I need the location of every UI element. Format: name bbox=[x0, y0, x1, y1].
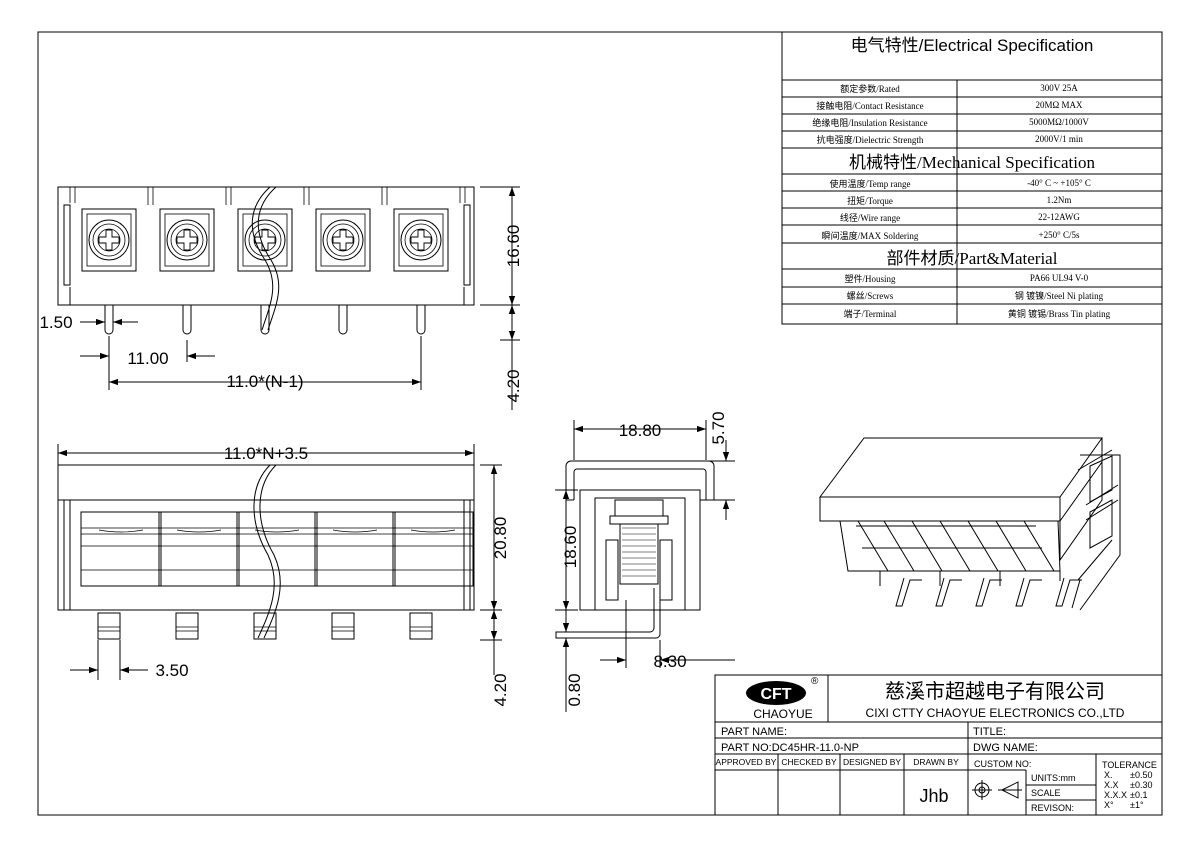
scale-label: SCALE bbox=[1031, 788, 1061, 798]
dim-span: 11.0*(N-1) bbox=[226, 372, 303, 391]
revision-label: REVISON: bbox=[1031, 803, 1074, 813]
mechanical-spec-title: 机械特性/Mechanical Specification bbox=[849, 153, 1095, 172]
spec-label: 使用温度/Temp range bbox=[829, 178, 910, 189]
spec-value: 2000V/1 min bbox=[1035, 134, 1083, 144]
dim-front-height: 20.80 bbox=[491, 517, 510, 560]
spec-value: 钢 镀镍/Steel Ni plating bbox=[1015, 290, 1104, 301]
dim-front-pin-length: 4.20 bbox=[491, 673, 510, 706]
title-label: TITLE: bbox=[973, 726, 1006, 738]
tolerance-label: X.X.X bbox=[1104, 790, 1127, 800]
projection-symbol-icon bbox=[972, 780, 1022, 800]
spec-label: 抗电强度/Dielectric Strength bbox=[817, 134, 924, 145]
spec-label: 线径/Wire range bbox=[840, 212, 900, 223]
units-label: UNITS:mm bbox=[1031, 773, 1076, 783]
front-view-dimensions bbox=[57, 444, 502, 680]
spec-label: 塑件/Housing bbox=[844, 273, 896, 284]
tolerance-label: X° bbox=[1104, 800, 1114, 810]
custom-no-label: CUSTOM NO: bbox=[974, 759, 1031, 769]
dim-overall-length: 11.0*N+3.5 bbox=[224, 444, 308, 463]
dim-cover-height: 5.70 bbox=[709, 411, 728, 444]
dim-pin-offset: 3.50 bbox=[155, 661, 188, 680]
electrical-spec-title: 电气特性/Electrical Specification bbox=[851, 36, 1094, 55]
part-name-label: PART NAME: bbox=[721, 726, 787, 738]
material-title: 部件材质/Part&Material bbox=[887, 249, 1058, 268]
dim-pitch: 11.00 bbox=[127, 349, 168, 368]
dwg-name-label: DWG NAME: bbox=[973, 742, 1038, 754]
checked-by-label: CHECKED BY bbox=[781, 757, 837, 767]
company-name-cn: 慈溪市超越电子有限公司 bbox=[885, 680, 1105, 703]
logo-registered: ® bbox=[811, 676, 819, 687]
tolerance-label: X. bbox=[1104, 770, 1113, 780]
part-number: PART NO:DC45HR-11.0-NP bbox=[721, 742, 859, 754]
drawn-by-value: Jhb bbox=[919, 786, 948, 806]
side-view bbox=[555, 460, 715, 639]
dim-top-height: 16.60 bbox=[504, 225, 523, 268]
dim-pin-length: 4.20 bbox=[504, 369, 523, 402]
spec-value: 5000MΩ/1000V bbox=[1029, 117, 1089, 127]
title-block bbox=[714, 674, 1163, 816]
spec-value: 黄铜 镀锡/Brass Tin plating bbox=[1008, 308, 1111, 319]
designed-by-label: DESIGNED BY bbox=[843, 757, 901, 767]
isometric-view bbox=[819, 437, 1121, 611]
side-view-dimensions bbox=[555, 420, 735, 712]
front-view bbox=[57, 464, 475, 640]
logo-glyph: CFT bbox=[760, 686, 791, 703]
drawn-by-label: DRAWN BY bbox=[913, 757, 959, 767]
spec-value: +250° C/5s bbox=[1039, 230, 1080, 240]
approved-by-label: APPROVED BY bbox=[716, 757, 777, 767]
spec-label: 端子/Terminal bbox=[844, 308, 897, 319]
tolerance-value: ±0.30 bbox=[1130, 780, 1152, 790]
tolerance-value: ±0.1 bbox=[1130, 790, 1147, 800]
dim-side-width: 18.80 bbox=[619, 421, 662, 440]
dim-pin-thickness: 0.80 bbox=[565, 673, 584, 706]
company-logo: CFT ® CHAOYUE bbox=[746, 676, 819, 721]
spec-value: -40° C ~ +105° C bbox=[1027, 178, 1091, 188]
tolerance-value: ±0.50 bbox=[1130, 770, 1152, 780]
spec-value: 20MΩ MAX bbox=[1036, 100, 1083, 110]
logo-text: CHAOYUE bbox=[753, 707, 812, 721]
tolerance-label: X.X bbox=[1104, 780, 1119, 790]
top-view bbox=[57, 186, 475, 335]
spec-label: 螺丝/Screws bbox=[847, 290, 894, 301]
tolerance-value: ±1° bbox=[1130, 800, 1144, 810]
spec-value: 300V 25A bbox=[1040, 83, 1078, 93]
spec-label: 绝缘电阻/Insulation Resistance bbox=[812, 117, 927, 128]
top-view-dimensions bbox=[80, 186, 520, 410]
spec-value: 1.2Nm bbox=[1047, 195, 1072, 205]
spec-label: 扭矩/Torque bbox=[847, 195, 893, 206]
drawing-border bbox=[37, 31, 1163, 816]
dim-side-height: 18.60 bbox=[561, 526, 580, 569]
spec-label: 额定参数/Rated bbox=[840, 83, 900, 94]
dim-pin-offset-side: 8.30 bbox=[653, 652, 686, 671]
spec-value: PA66 UL94 V-0 bbox=[1030, 273, 1089, 283]
company-name-en: CIXI CTTY CHAOYUE ELECTRONICS CO.,LTD bbox=[866, 706, 1125, 720]
spec-value: 22-12AWG bbox=[1038, 212, 1080, 222]
spec-label: 接触电阻/Contact Resistance bbox=[816, 100, 923, 111]
spec-label: 瞬间温度/MAX Soldering bbox=[822, 230, 919, 241]
tolerance-title: TOLERANCE bbox=[1102, 760, 1157, 770]
dim-pin-width: 1.50 bbox=[39, 313, 72, 332]
specification-table: 电气特性/Electrical Specification 额定参数/Rated… bbox=[781, 31, 1163, 325]
